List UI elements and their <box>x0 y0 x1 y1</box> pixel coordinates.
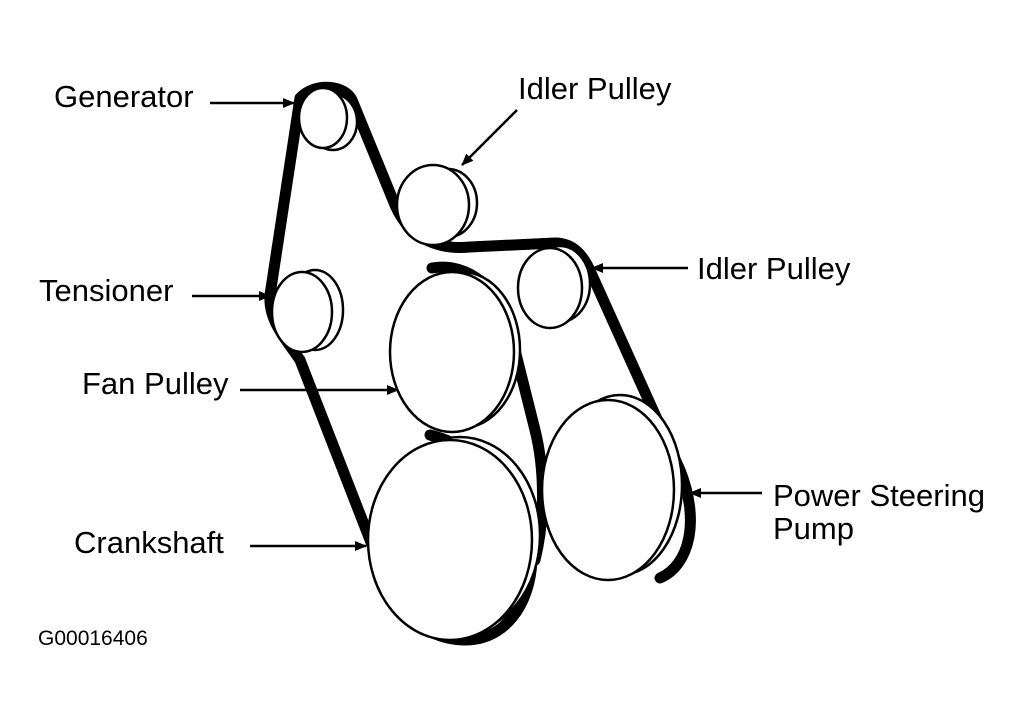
generator-pulley <box>297 86 359 152</box>
label-generator: Generator <box>54 79 194 114</box>
label-power-steering-line2: Pump <box>773 511 854 546</box>
arrow-idler-top <box>461 109 518 166</box>
label-fan-pulley: Fan Pulley <box>82 366 229 401</box>
leader-arrows <box>192 98 762 551</box>
label-idler-pulley-right: Idler Pulley <box>697 251 851 286</box>
label-idler-pulley-top: Idler Pulley <box>518 71 672 106</box>
fan-pulley <box>388 270 522 434</box>
idler-pulley-right <box>516 244 592 330</box>
tensioner-pulley <box>270 268 345 354</box>
idler-pulley-top <box>395 163 479 247</box>
power-steering-pulley <box>540 393 684 582</box>
label-tensioner: Tensioner <box>39 273 174 308</box>
label-power-steering-line1: Power Steering <box>773 478 985 513</box>
crankshaft-pulley <box>366 435 542 642</box>
figure-code: G00016406 <box>38 627 148 650</box>
label-crankshaft: Crankshaft <box>74 525 224 560</box>
